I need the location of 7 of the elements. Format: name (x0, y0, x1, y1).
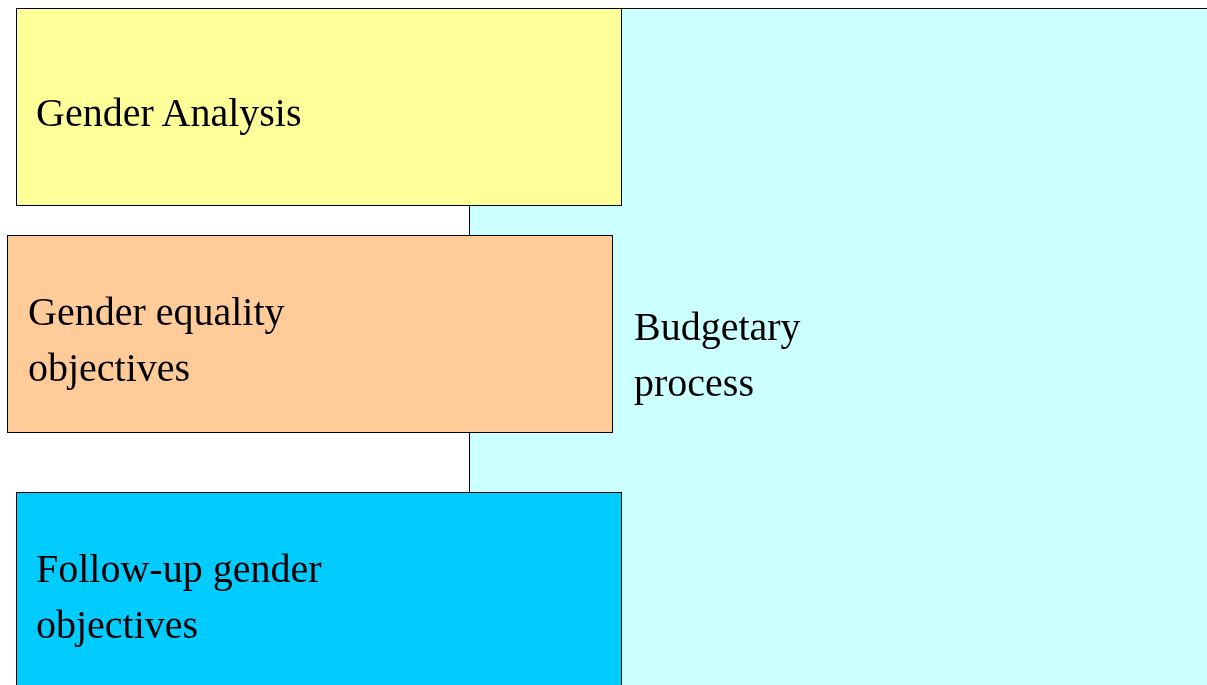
node-label: Budgetary process (634, 303, 802, 407)
node-label: Gender Analysis (36, 89, 303, 137)
objectives-box (7, 235, 613, 433)
node-label: Gender equality objectives (28, 288, 286, 392)
node-label: Follow-up gender objectives (36, 545, 323, 649)
follow-up-box (16, 492, 622, 685)
analysis-box (16, 8, 622, 206)
